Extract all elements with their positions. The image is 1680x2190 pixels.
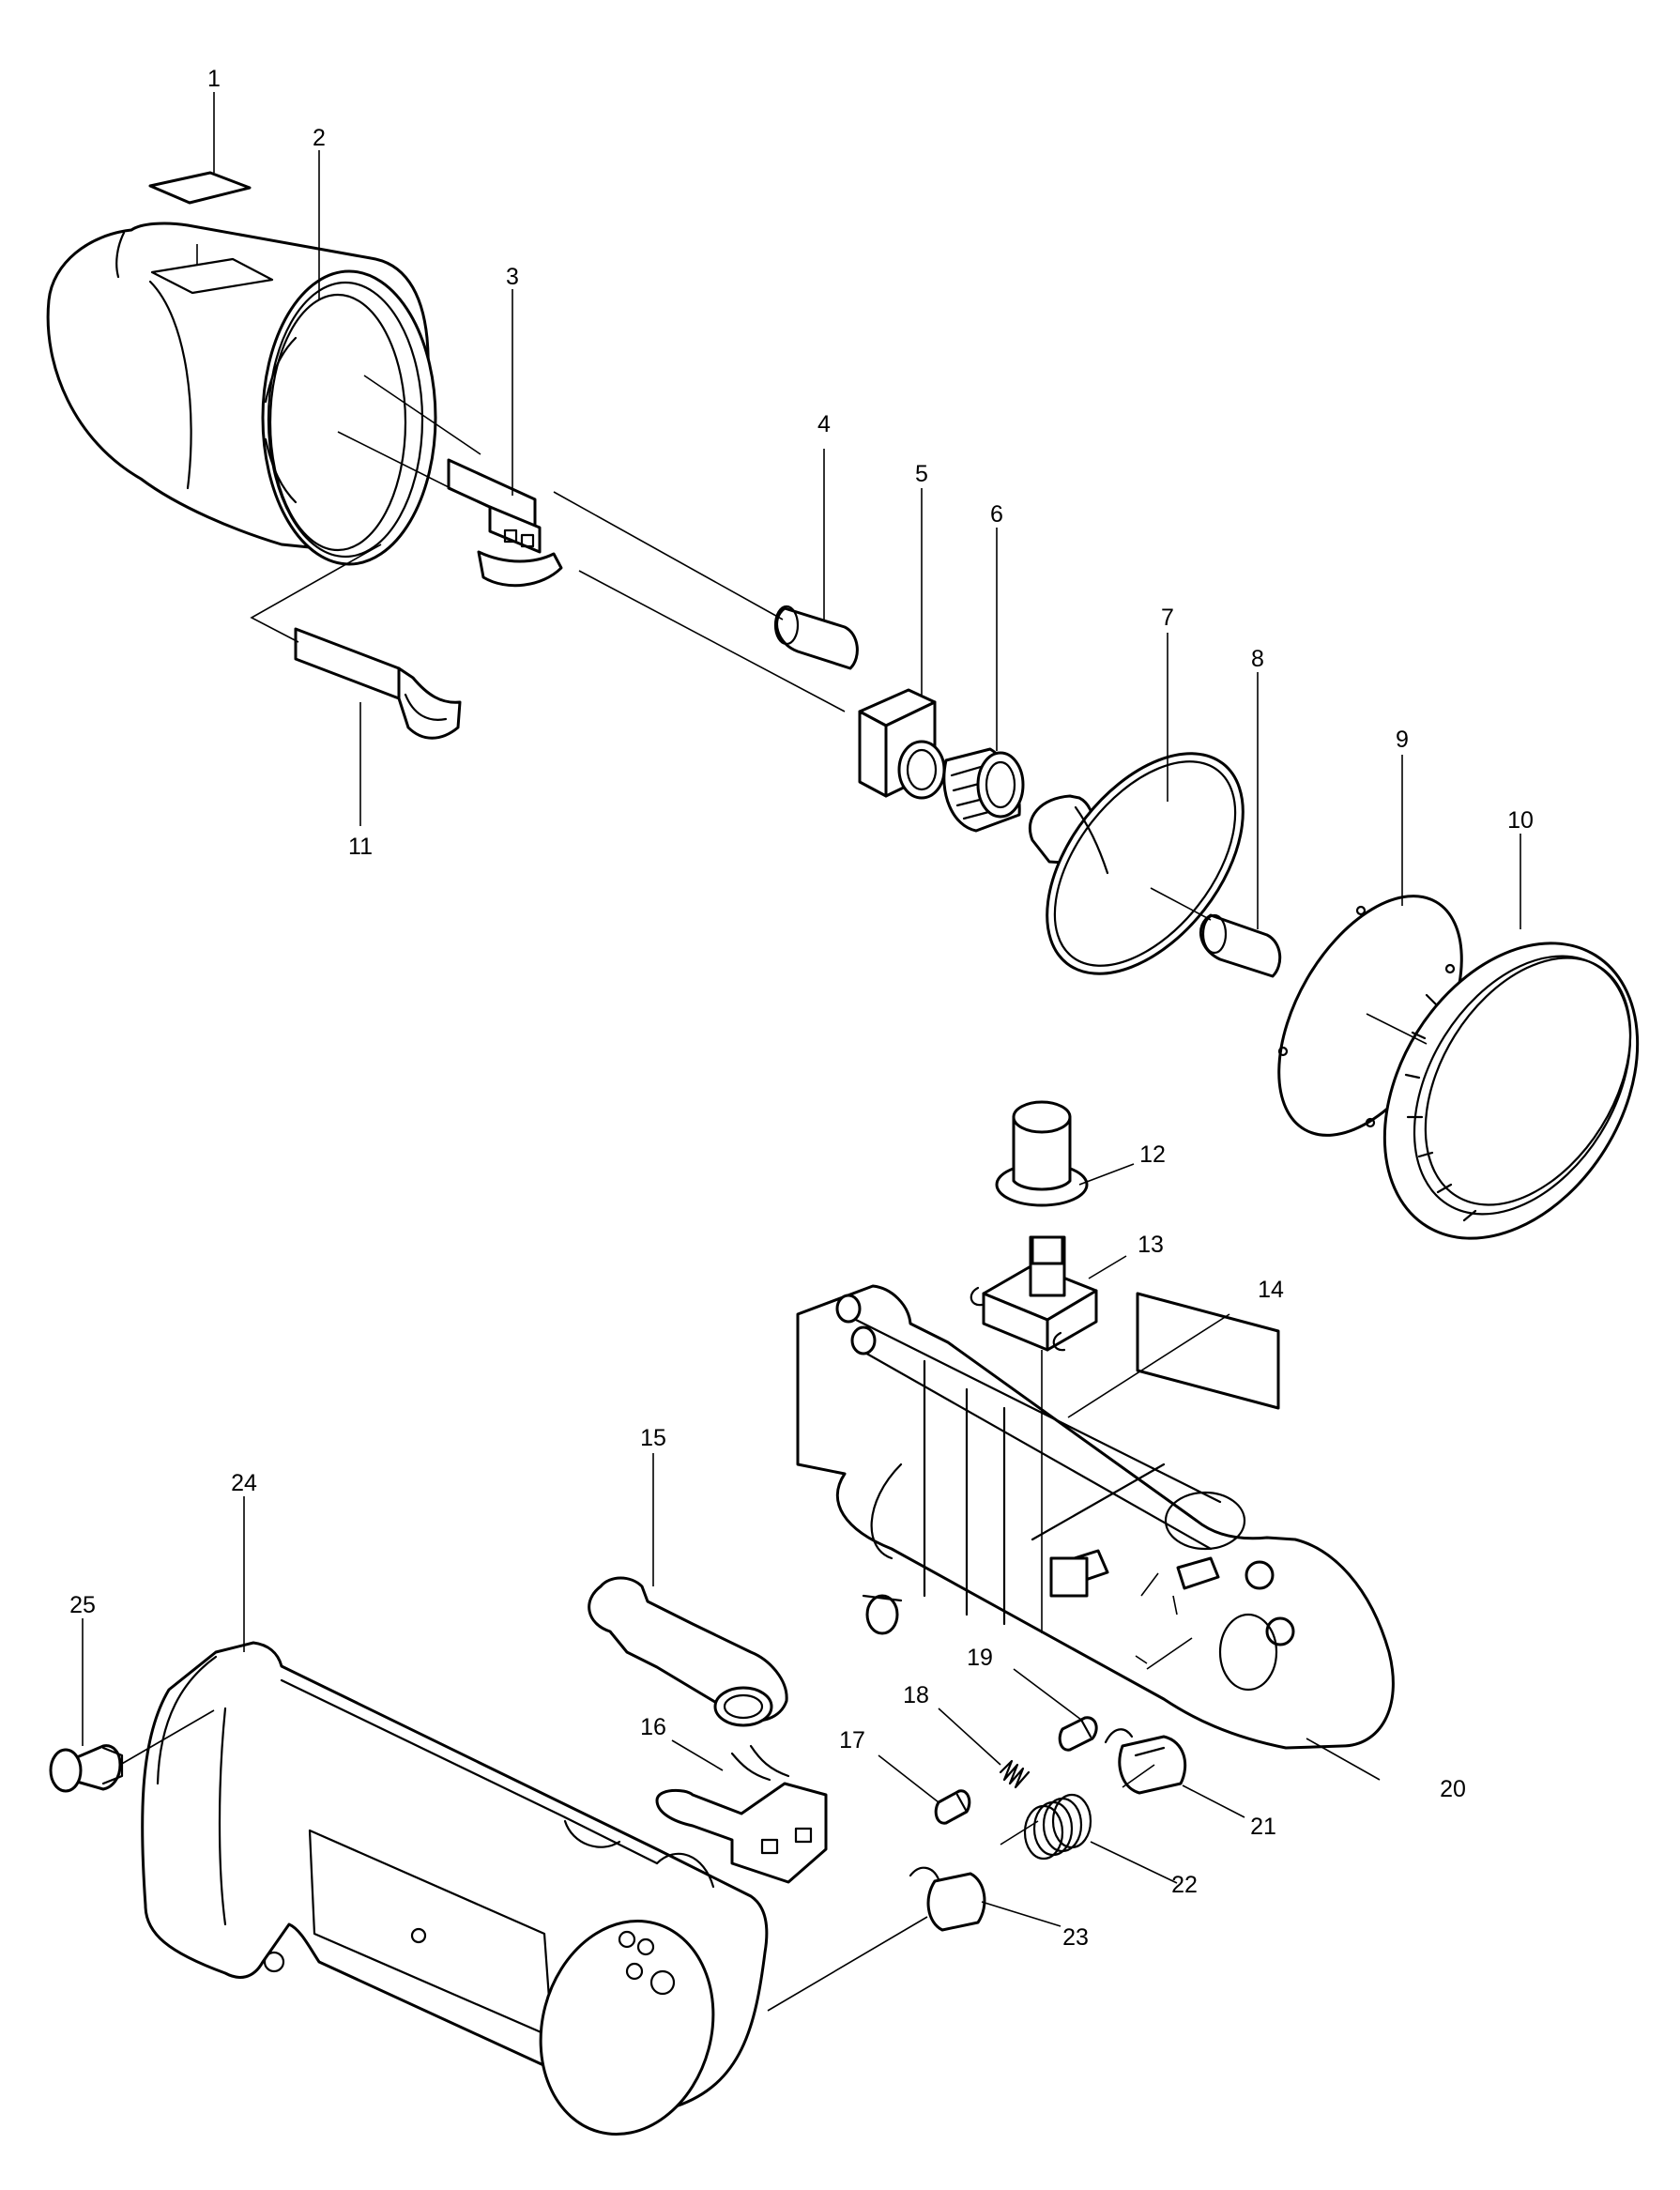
part-7-reflector (1028, 752, 1245, 975)
callout-6: 6 (990, 501, 1003, 528)
part-11-contact-strip (294, 627, 462, 740)
callout-1: 1 (207, 66, 221, 92)
part-1-label-plate (148, 171, 252, 205)
callout-24: 24 (231, 1470, 257, 1496)
part-21-terminal (1104, 1728, 1187, 1795)
callout-4: 4 (817, 411, 831, 437)
callout-14: 14 (1258, 1277, 1284, 1303)
callout-8: 8 (1251, 646, 1264, 672)
callout-9: 9 (1396, 727, 1409, 753)
part-3-contact-plate (447, 458, 563, 588)
callout-23: 23 (1062, 1924, 1089, 1951)
part-10-bezel-ring (1382, 942, 1640, 1240)
callout-7: 7 (1161, 605, 1174, 631)
callout-2: 2 (313, 125, 326, 151)
part-16-terminal-block (655, 1744, 828, 1884)
callout-22: 22 (1171, 1872, 1198, 1898)
callout-5: 5 (915, 461, 928, 487)
callout-21: 21 (1250, 1814, 1276, 1840)
part-14-label (1136, 1292, 1280, 1410)
part-17-contact-pin (934, 1789, 971, 1825)
part-8-bulb (1199, 913, 1282, 978)
callout-18: 18 (903, 1682, 929, 1708)
callout-3: 3 (506, 264, 519, 290)
part-25-screw (49, 1744, 124, 1793)
part-12-switch-cap (995, 1100, 1089, 1207)
part-19-contact-pin (1058, 1716, 1098, 1752)
part-15-battery-contact-bracket (588, 1576, 788, 1727)
part-6-bulb-socket (942, 747, 1025, 833)
part-24-handle-housing (141, 1641, 769, 2136)
callout-13: 13 (1138, 1232, 1164, 1258)
part-18-small-spring (999, 1759, 1031, 1789)
part-20-inner-frame (796, 1284, 1395, 1750)
callout-12: 12 (1139, 1141, 1166, 1168)
part-5-bulb-holder (858, 688, 946, 800)
part-2-head-housing (46, 222, 437, 566)
callout-20: 20 (1440, 1776, 1466, 1802)
callout-labels: 1 2 3 4 5 6 7 8 9 10 11 12 13 14 15 16 1… (69, 66, 1534, 1951)
callout-11: 11 (348, 834, 373, 860)
callout-17: 17 (839, 1727, 865, 1754)
callout-19: 19 (967, 1645, 993, 1671)
callout-16: 16 (640, 1714, 666, 1740)
callout-25: 25 (69, 1592, 96, 1618)
callout-10: 10 (1507, 807, 1534, 834)
part-22-coil-spring (1023, 1793, 1092, 1861)
callout-15: 15 (640, 1425, 666, 1451)
part-4-bulb (773, 605, 859, 670)
part-13-switch (970, 1235, 1098, 1352)
leader-lines (82, 92, 1521, 2012)
part-23-terminal (909, 1866, 986, 1932)
